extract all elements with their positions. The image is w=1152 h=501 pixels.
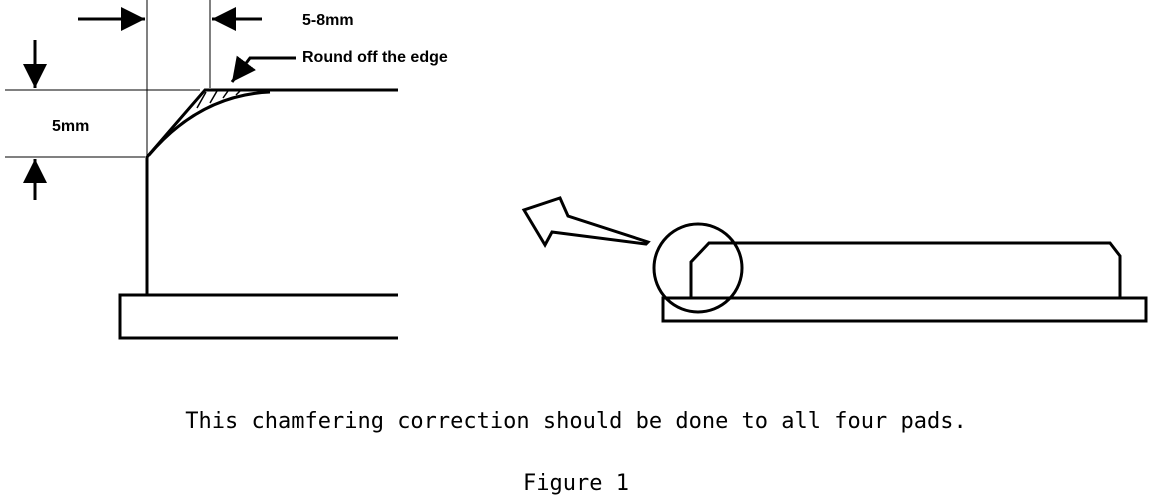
height-dimension-label: 5mm xyxy=(52,118,89,135)
overview-view xyxy=(652,222,1148,323)
round-off-note: Round off the edge xyxy=(302,49,448,66)
magnify-pointer-arrow xyxy=(521,196,651,249)
overview-base-plate xyxy=(661,296,1148,323)
detail-callout-circle xyxy=(652,222,744,314)
rounded-edge-curve xyxy=(147,90,271,156)
hatched-rounding-area xyxy=(196,90,241,109)
pad-outline-chamfered xyxy=(145,88,398,295)
caption: This chamfering correction should be don… xyxy=(185,409,966,434)
detail-view xyxy=(5,0,398,340)
overview-pad xyxy=(689,241,1122,298)
base-plate xyxy=(118,293,398,340)
figure-title: Figure 1 xyxy=(523,471,629,496)
round-note-leader xyxy=(230,55,296,83)
width-dimension-label: 5-8mm xyxy=(302,12,354,29)
